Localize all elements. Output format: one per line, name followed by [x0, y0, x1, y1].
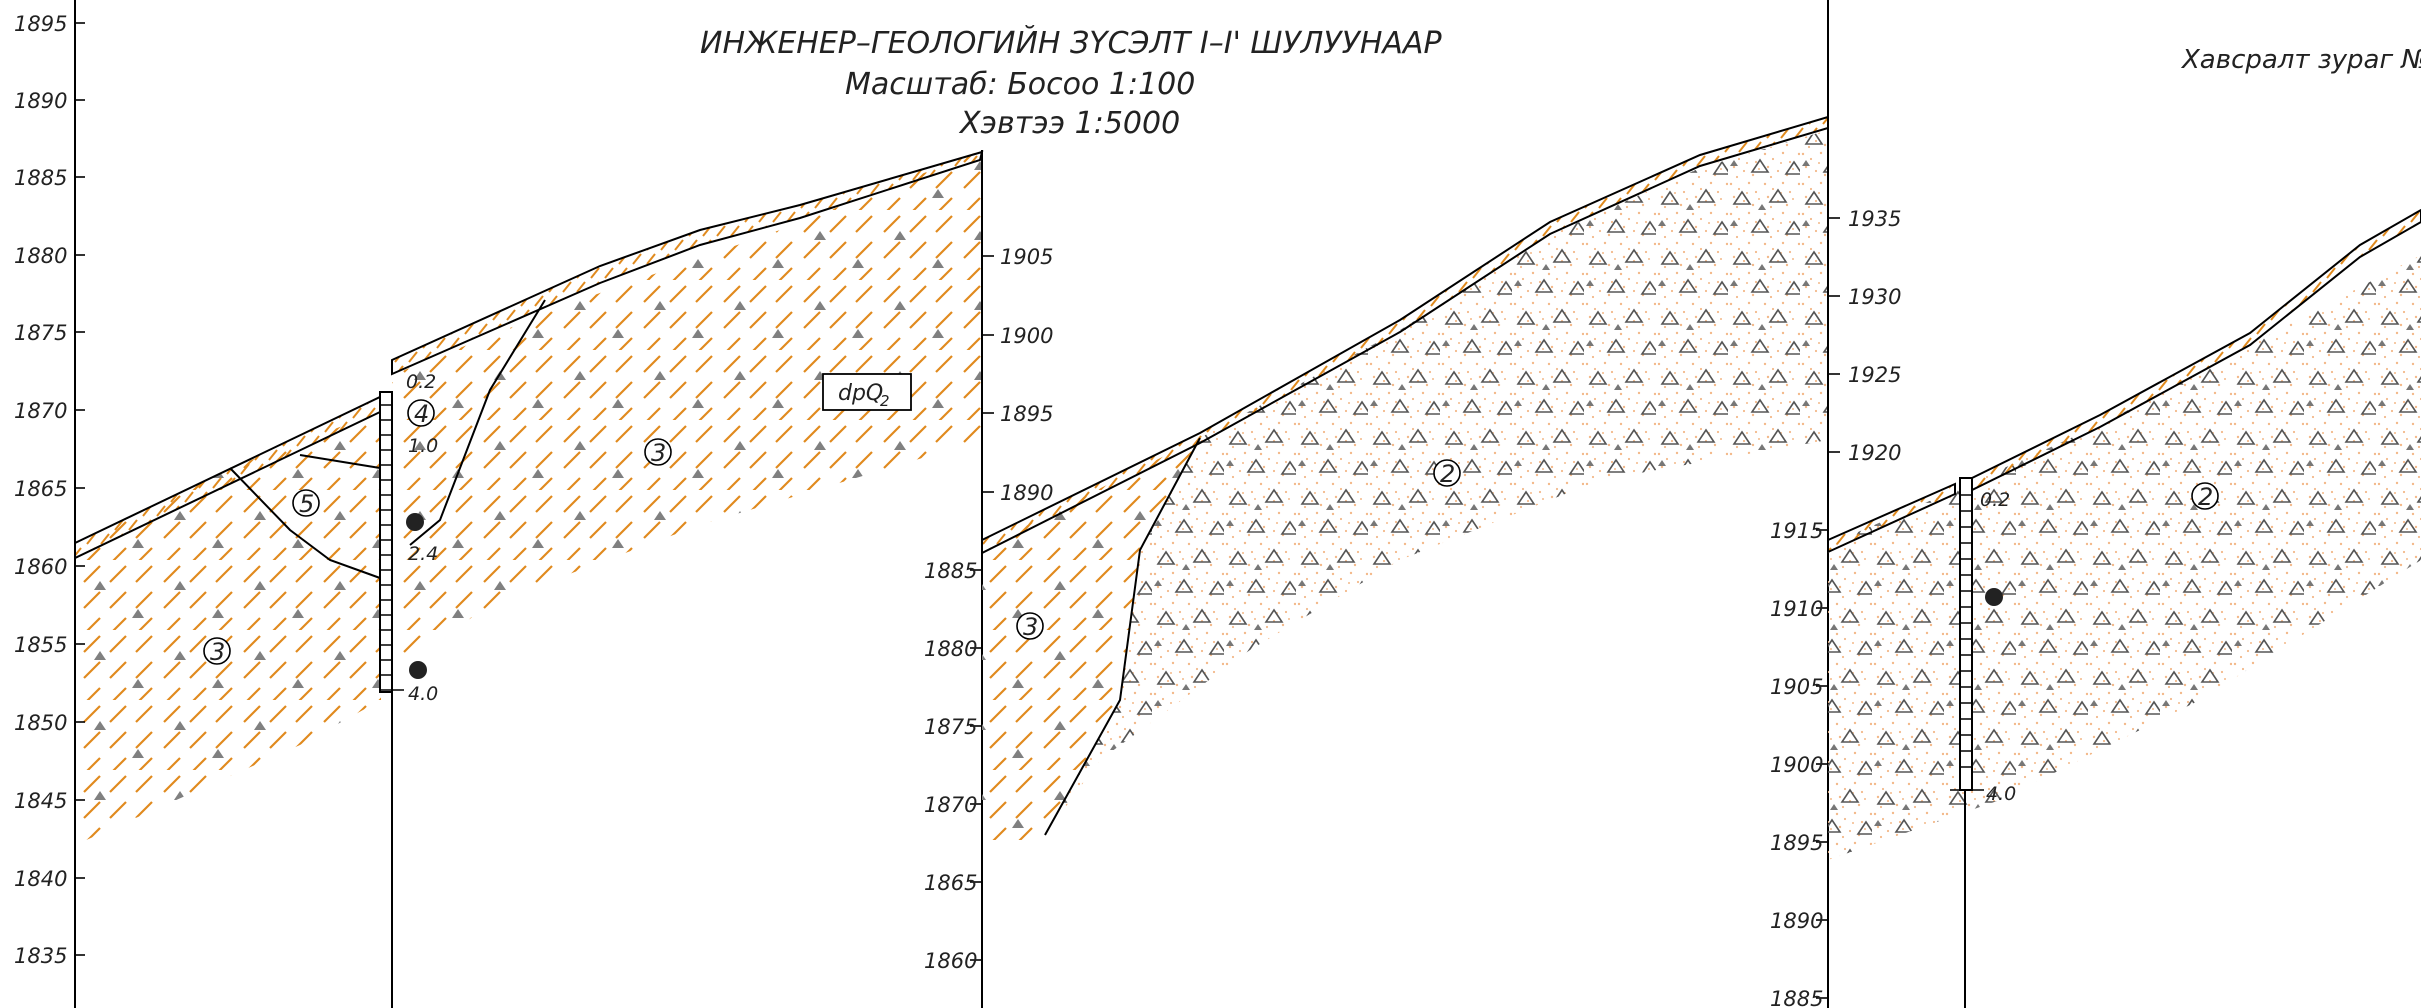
svg-text:1895: 1895	[1000, 402, 1053, 426]
svg-text:1910: 1910	[1770, 597, 1823, 621]
svg-text:5: 5	[299, 490, 314, 518]
svg-text:1890: 1890	[1000, 481, 1053, 505]
soil-strip-3a	[1827, 482, 1956, 554]
svg-text:1890: 1890	[1770, 909, 1823, 933]
appendix-label: Хавсралт зураг №32	[2180, 45, 2421, 75]
borehole-1-column	[379, 391, 393, 693]
depth-0-2-bh2: 0.2	[1980, 489, 2010, 511]
depth-4-0-bh2: 4.0	[1986, 783, 2016, 805]
layer-2-gravel-seg2	[1045, 130, 1828, 835]
svg-text:4: 4	[414, 400, 429, 428]
svg-text:1915: 1915	[1770, 519, 1823, 543]
svg-text:1890: 1890	[14, 89, 67, 113]
segment-1: 0.2 1.0 2.4 4.0 3 5 4 3 dpQ 2	[74, 0, 984, 1008]
svg-text:1880: 1880	[14, 244, 67, 268]
svg-text:2: 2	[880, 392, 890, 410]
svg-text:1885: 1885	[14, 166, 67, 190]
svg-text:2: 2	[2198, 483, 2213, 511]
svg-text:1885: 1885	[924, 559, 977, 583]
unit-box-dpq2: dpQ 2	[822, 373, 912, 411]
svg-text:1935: 1935	[1848, 207, 1901, 231]
borehole-2-ticks	[1950, 494, 1984, 791]
title-line-2: Масштаб: Босоо 1:100	[845, 67, 1195, 102]
depth-2-4: 2.4	[408, 543, 438, 565]
svg-text:1875: 1875	[14, 321, 67, 345]
svg-text:1860: 1860	[14, 555, 67, 579]
segment-3: 0.2 4.0 2	[1827, 208, 2421, 1008]
layer-label-2-seg3: 2	[2191, 482, 2219, 511]
axis-left: 1895 1890 1885 1880 1875 1870 1865 1860 …	[14, 12, 85, 968]
sample-dot-1	[406, 513, 424, 531]
svg-text:1900: 1900	[1770, 753, 1823, 777]
svg-text:1845: 1845	[14, 789, 67, 813]
svg-text:1930: 1930	[1848, 285, 1901, 309]
svg-text:1925: 1925	[1848, 363, 1901, 387]
svg-text:1905: 1905	[1770, 675, 1823, 699]
svg-text:3: 3	[210, 638, 225, 666]
depth-4-0: 4.0	[408, 683, 438, 705]
svg-text:1835: 1835	[14, 944, 67, 968]
depth-1-0: 1.0	[408, 435, 438, 457]
svg-text:1865: 1865	[924, 871, 977, 895]
svg-text:1870: 1870	[924, 793, 977, 817]
title-line-1: ИНЖЕНЕР–ГЕОЛОГИЙН ЗҮСЭЛТ I–I' ШУЛУУНААР	[700, 25, 1442, 61]
sample-dot-2	[409, 661, 427, 679]
svg-text:1920: 1920	[1848, 441, 1901, 465]
layer-label-3-right: 3	[644, 438, 672, 467]
svg-text:1895: 1895	[14, 12, 67, 36]
svg-text:1880: 1880	[924, 637, 977, 661]
borehole-2-column	[1959, 477, 1973, 791]
contact-5	[229, 467, 381, 579]
svg-text:1870: 1870	[14, 399, 67, 423]
svg-text:1905: 1905	[1000, 245, 1053, 269]
contact-4	[409, 299, 546, 546]
layer-label-4: 4	[407, 399, 435, 428]
svg-text:1875: 1875	[924, 715, 977, 739]
layer-3-loam-seg2	[982, 438, 1200, 850]
svg-text:1900: 1900	[1000, 324, 1053, 348]
layer-3-loam-right	[392, 150, 982, 660]
layer-label-3-left: 3	[203, 637, 231, 666]
segment-2: 3 2	[981, 0, 1829, 1008]
contact-5b	[299, 454, 381, 469]
layer-label-3-seg2: 3	[1016, 612, 1044, 641]
contact-seg2	[1044, 437, 1201, 836]
svg-text:1885: 1885	[1770, 987, 1823, 1008]
svg-text:1840: 1840	[14, 867, 67, 891]
depth-0-2: 0.2	[406, 371, 436, 393]
svg-text:3: 3	[1023, 613, 1038, 641]
layer-label-5: 5	[292, 489, 320, 518]
svg-text:1850: 1850	[14, 711, 67, 735]
svg-text:2: 2	[1440, 460, 1455, 488]
svg-text:1860: 1860	[924, 949, 977, 973]
svg-text:1855: 1855	[14, 633, 67, 657]
svg-text:1895: 1895	[1770, 831, 1823, 855]
svg-text:1865: 1865	[14, 477, 67, 501]
sample-dot-3	[1985, 588, 2003, 606]
axis-right: 1935 1930 1925 1920 1915 1910 1905 1900 …	[1770, 207, 1901, 1008]
soil-strip-3b	[1971, 208, 2421, 492]
axis-mid: 1905 1900 1895 1890 1885 1880 1875 1870 …	[924, 245, 1053, 973]
svg-text:3: 3	[651, 439, 666, 467]
layer-2-gravel-seg3	[1828, 255, 2421, 860]
title-line-3: Хэвтээ 1:5000	[958, 106, 1180, 141]
layer-label-2-seg2: 2	[1433, 459, 1461, 488]
svg-text:dpQ: dpQ	[838, 381, 883, 406]
